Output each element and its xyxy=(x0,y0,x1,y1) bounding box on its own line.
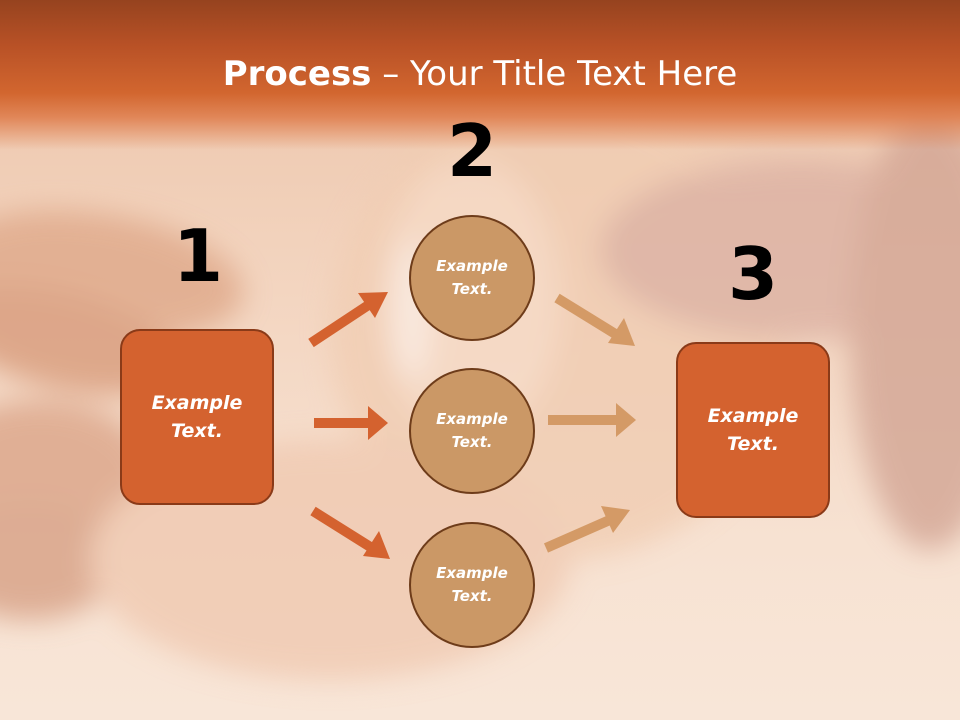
arrow-left-straight xyxy=(314,406,388,440)
title-bold: Process xyxy=(222,54,372,94)
middle-circle-bottom: Example Text. xyxy=(409,522,535,648)
step-box-3: Example Text. xyxy=(676,342,830,518)
arrow-left-up xyxy=(308,292,388,348)
middle-circle-bottom-text: Example Text. xyxy=(436,563,508,605)
middle-circle-center: Example Text. xyxy=(409,368,535,494)
step-number-3: 3 xyxy=(727,232,779,316)
step-number-1: 1 xyxy=(172,214,224,298)
arrow-right-up xyxy=(543,506,630,553)
title-rest: – Your Title Text Here xyxy=(371,54,738,94)
middle-circle-center-text: Example Text. xyxy=(436,409,508,451)
header-band xyxy=(0,0,960,150)
step-number-2: 2 xyxy=(446,109,498,193)
arrow-right-down xyxy=(554,293,635,346)
middle-circle-top: Example Text. xyxy=(409,215,535,341)
step-box-1-text: Example Text. xyxy=(151,391,243,443)
slide-title: Process – Your Title Text Here xyxy=(0,54,960,94)
middle-circle-top-text: Example Text. xyxy=(436,256,508,298)
step-box-1: Example Text. xyxy=(120,329,274,505)
step-box-3-text: Example Text. xyxy=(707,404,799,456)
arrow-right-straight xyxy=(548,403,636,437)
arrow-left-down xyxy=(310,506,390,559)
